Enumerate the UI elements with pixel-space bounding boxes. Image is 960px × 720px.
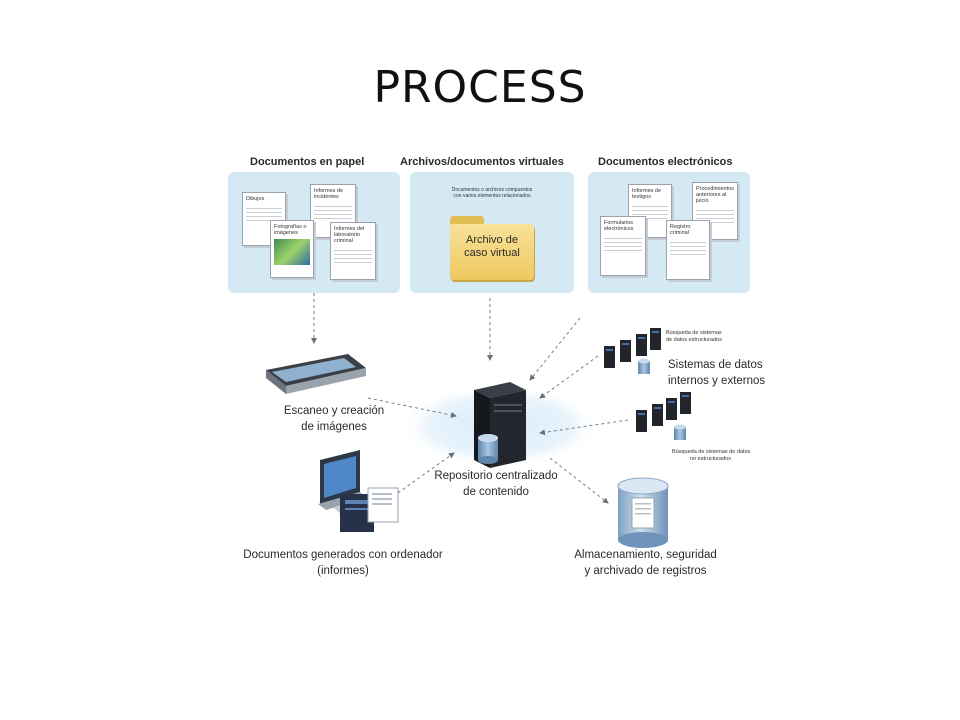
- storage-label-2: y archivado de registros: [584, 565, 707, 577]
- doc-lab-reports: Informes del laboratorio criminal: [330, 222, 376, 280]
- arrow-electronic-repository: [529, 317, 581, 381]
- structured-search-label-1: Búsqueda de sistemas: [666, 330, 722, 336]
- repository-label-1: Repositorio centralizado: [434, 470, 558, 482]
- folder-label-1: Archivo de: [466, 234, 518, 246]
- repository-label-2: de contenido: [463, 486, 529, 498]
- arrow-scanner-repository: [367, 397, 457, 418]
- doc-criminal-record: Registro criminal: [666, 220, 710, 280]
- unstructured-servers-icon: [636, 392, 691, 440]
- diagram-graphics: [266, 293, 691, 548]
- arrow-structured-repository: [539, 355, 599, 399]
- arrow-repository-storage: [549, 457, 609, 504]
- storage-label-1: Almacenamiento, seguridad: [574, 549, 717, 561]
- virtual-note-2: con varios elementos relacionados: [453, 193, 531, 199]
- repository-database-icon: [478, 434, 498, 464]
- doc-photos: Fotografías o imágenes: [270, 220, 314, 278]
- computer-label-2: (informes): [317, 565, 369, 577]
- panel-paper: Dibujos Informes de incidentes Fotografí…: [228, 172, 400, 293]
- systems-label-2: internos y externos: [668, 375, 766, 387]
- panel-paper-heading: Documentos en papel: [250, 156, 365, 168]
- arrow-computer-repository: [387, 452, 455, 501]
- structured-search-label-2: de datos estructurados: [666, 337, 722, 343]
- doc-electronic-forms: Formularios electrónicos: [600, 216, 646, 276]
- folder-icon: [450, 216, 534, 280]
- computer-label-1: Documentos generados con ordenador: [243, 549, 443, 561]
- panel-virtual: Documentos o archivos compuestos con var…: [410, 172, 574, 293]
- storage-database-icon: [617, 477, 669, 548]
- virtual-note-1: Documentos o archivos compuestos: [451, 187, 533, 193]
- panel-electronic-heading: Documentos electrónicos: [598, 156, 733, 168]
- systems-label-1: Sistemas de datos: [668, 359, 763, 371]
- scanner-label-2: de imágenes: [301, 421, 367, 433]
- arrow-unstructured-repository: [539, 419, 629, 436]
- page-title: PROCESS: [373, 62, 587, 113]
- scanner-label-1: Escaneo y creación: [283, 405, 385, 417]
- computer-icon: [318, 450, 399, 532]
- unstructured-search-label-2: no estructurados: [690, 456, 731, 462]
- process-diagram: Documentos en papel Dibujos Informes de …: [228, 148, 788, 588]
- panel-virtual-heading: Archivos/documentos virtuales: [400, 156, 564, 168]
- panel-electronic: Informes de testigos Procedimientos ante…: [588, 172, 750, 293]
- folder-label-2: caso virtual: [464, 247, 520, 259]
- structured-servers-icon: [604, 328, 661, 374]
- scanner-icon: [266, 354, 366, 394]
- unstructured-search-label-1: Búsqueda de sistemas de datos: [672, 449, 751, 455]
